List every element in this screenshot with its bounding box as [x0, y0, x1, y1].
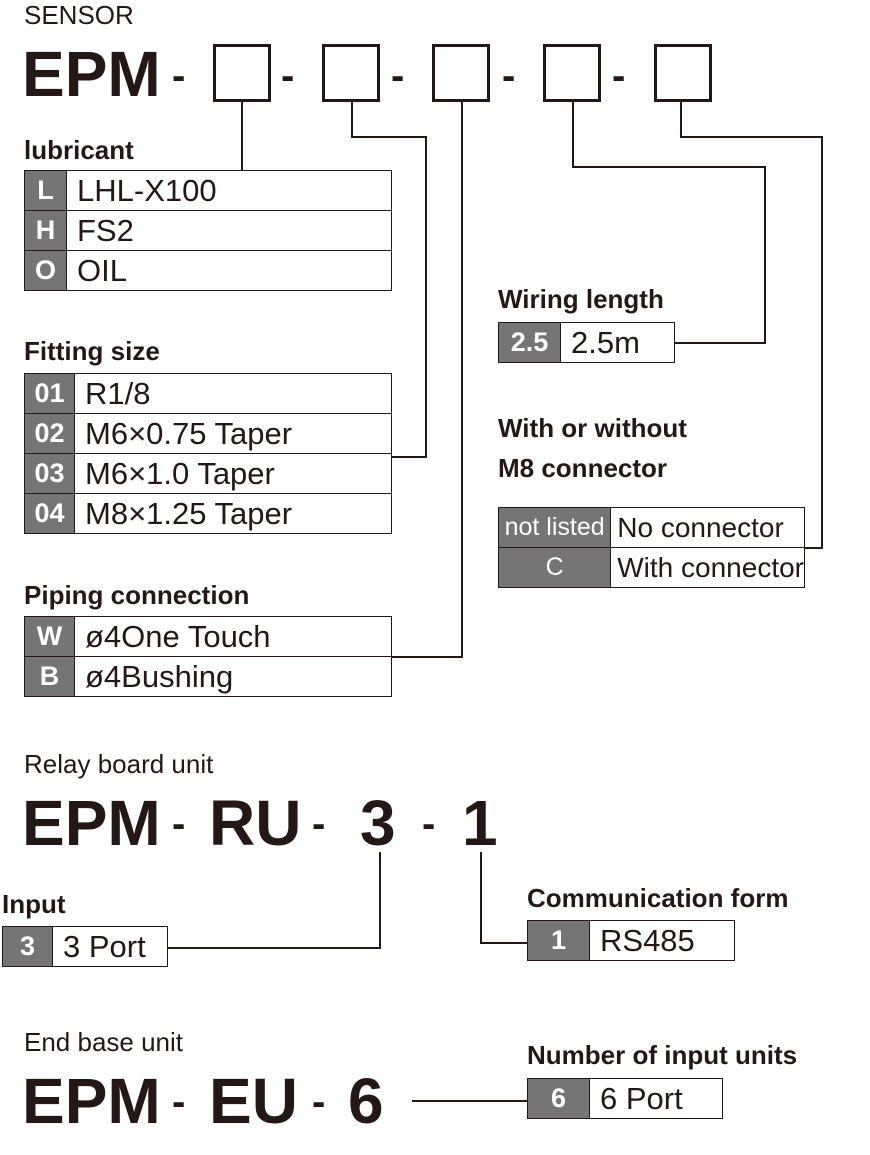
dash: -	[391, 54, 405, 98]
table-row: B ø4Bushing	[24, 656, 392, 697]
table-row: 2.5 2.5m	[498, 322, 675, 363]
option-code: C	[497, 547, 612, 588]
option-code: not listed	[497, 507, 612, 548]
table-row: not listed No connector	[497, 507, 805, 548]
table-row: O OIL	[24, 250, 392, 291]
input-title: Input	[2, 889, 66, 919]
option-code: B	[24, 656, 75, 697]
table-row: H FS2	[24, 210, 392, 251]
dash: -	[172, 802, 186, 846]
relay-part-epm: EPM	[22, 787, 161, 859]
option-code: W	[24, 616, 75, 657]
relay-part-1: 1	[462, 787, 498, 859]
option-code: H	[24, 210, 67, 251]
option-code: 1	[527, 920, 590, 961]
line-connector	[680, 102, 823, 549]
option-desc: ø4One Touch	[74, 616, 392, 657]
communication-table: 1 RS485	[527, 920, 735, 961]
option-desc: No connector	[610, 507, 805, 548]
dash: -	[422, 802, 436, 846]
option-desc: M6×0.75 Taper	[74, 413, 392, 454]
option-desc: 6 Port	[589, 1078, 723, 1119]
option-desc: LHL-X100	[66, 170, 392, 211]
option-code: 6	[527, 1078, 590, 1119]
table-row: 03 M6×1.0 Taper	[24, 453, 392, 494]
piping-connection-title: Piping connection	[24, 580, 250, 610]
endbase-part-epm: EPM	[22, 1065, 161, 1137]
endbase-part-eu: EU	[209, 1065, 298, 1137]
fitting-size-table: 01 R1/8 02 M6×0.75 Taper 03 M6×1.0 Taper…	[24, 373, 392, 534]
option-desc: 3 Port	[52, 926, 168, 967]
code-slot-lubricant	[213, 44, 271, 102]
table-row: 02 M6×0.75 Taper	[24, 413, 392, 454]
table-row: 01 R1/8	[24, 373, 392, 414]
dash: -	[281, 54, 295, 98]
table-row: C With connector	[497, 547, 805, 588]
relay-part-3: 3	[360, 787, 396, 859]
table-row: 04 M8×1.25 Taper	[24, 493, 392, 534]
option-desc: M8×1.25 Taper	[74, 493, 392, 534]
table-row: W ø4One Touch	[24, 616, 392, 657]
line-piping	[392, 102, 463, 658]
line-relay-input	[168, 852, 381, 949]
dash: -	[502, 54, 516, 98]
code-slot-piping	[432, 44, 490, 102]
option-code: 03	[24, 453, 75, 494]
dash: -	[172, 54, 186, 98]
option-desc: ø4Bushing	[74, 656, 392, 697]
table-row: 1 RS485	[527, 920, 735, 961]
option-desc: RS485	[589, 920, 735, 961]
dash: -	[172, 1080, 186, 1124]
line-relay-comm	[480, 852, 527, 944]
wiring-length-title: Wiring length	[498, 284, 664, 314]
option-code: 2.5	[498, 322, 561, 363]
relay-label: Relay board unit	[24, 749, 214, 779]
relay-part-ru: RU	[209, 787, 302, 859]
sensor-prefix: EPM	[22, 38, 161, 110]
input-table: 3 3 Port	[2, 926, 168, 967]
code-slot-fitting-size	[322, 44, 380, 102]
option-desc: With connector	[610, 547, 805, 588]
wiring-length-table: 2.5 2.5m	[498, 322, 675, 363]
option-code: 3	[2, 926, 53, 967]
option-code: L	[24, 170, 67, 211]
line-fitting-size	[351, 102, 427, 458]
endbase-label: End base unit	[24, 1027, 184, 1057]
lubricant-table: L LHL-X100 H FS2 O OIL	[24, 170, 392, 291]
option-code: 02	[24, 413, 75, 454]
dash: -	[312, 1080, 326, 1124]
table-row: 3 3 Port	[2, 926, 168, 967]
code-slot-connector	[654, 44, 712, 102]
table-row: 6 6 Port	[527, 1078, 723, 1119]
input-units-table: 6 6 Port	[527, 1078, 723, 1119]
dash: -	[612, 54, 626, 98]
option-code: 04	[24, 493, 75, 534]
input-units-title: Number of input units	[527, 1040, 798, 1070]
lubricant-title: lubricant	[24, 135, 134, 165]
option-code: O	[24, 250, 67, 291]
connector-title-line1: With or without	[498, 413, 687, 443]
dash: -	[312, 802, 326, 846]
option-desc: R1/8	[74, 373, 392, 414]
sensor-label: SENSOR	[24, 0, 134, 30]
communication-title: Communication form	[527, 883, 789, 913]
line-wiring	[572, 102, 766, 344]
table-row: L LHL-X100	[24, 170, 392, 211]
option-desc: FS2	[66, 210, 392, 251]
option-desc: M6×1.0 Taper	[74, 453, 392, 494]
code-slot-wiring	[543, 44, 601, 102]
option-code: 01	[24, 373, 75, 414]
connector-title-line2: M8 connector	[498, 453, 668, 483]
endbase-part-6: 6	[348, 1065, 384, 1137]
piping-connection-table: W ø4One Touch B ø4Bushing	[24, 616, 392, 697]
connector-table: not listed No connector C With connector	[497, 507, 805, 588]
fitting-size-title: Fitting size	[24, 336, 160, 366]
option-desc: OIL	[66, 250, 392, 291]
option-desc: 2.5m	[560, 322, 675, 363]
